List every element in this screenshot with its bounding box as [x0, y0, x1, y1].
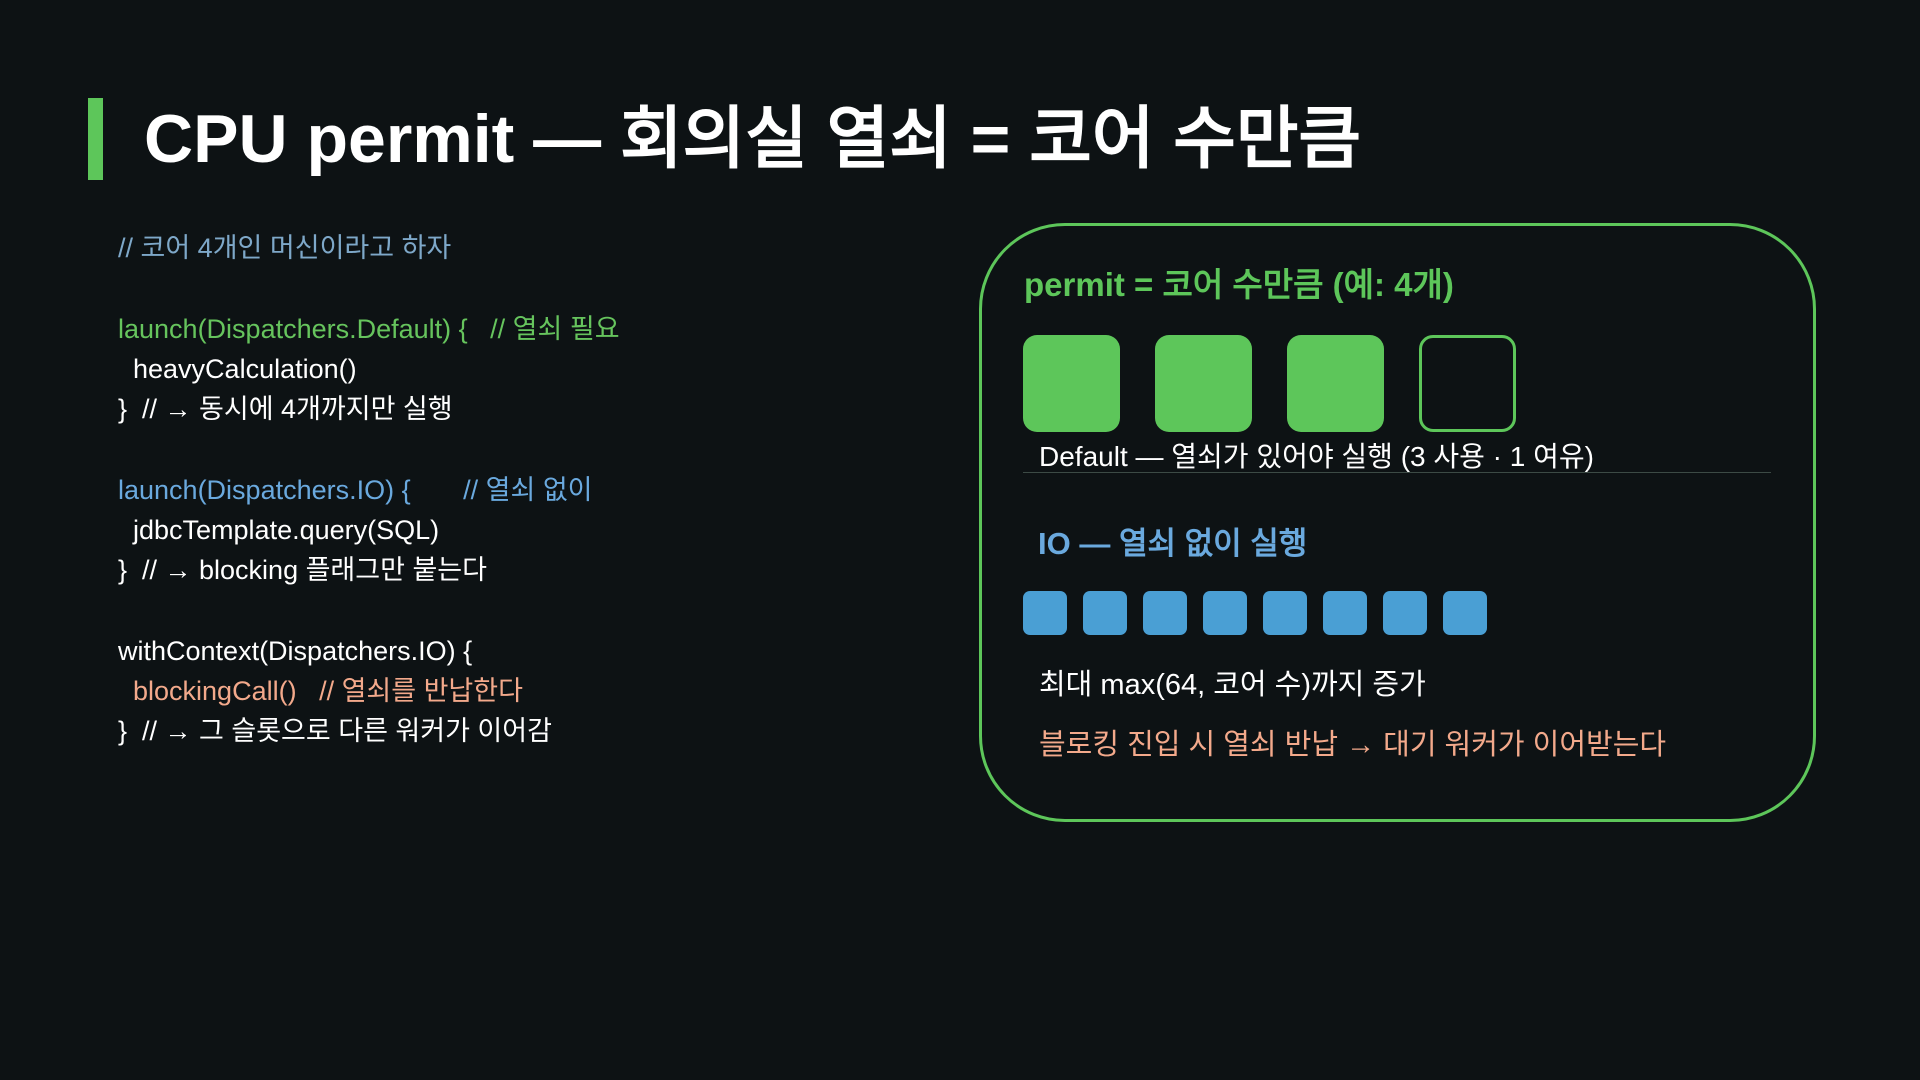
code-line: heavyCalculation() — [118, 354, 357, 384]
permit-slot-used — [1287, 335, 1384, 432]
panel-divider — [1023, 472, 1771, 473]
io-worker-slot — [1203, 591, 1247, 635]
code-line: // 코어 4개인 머신이라고 하자 — [118, 233, 452, 263]
panel-title: permit = 코어 수만큼 (예: 4개) — [1024, 266, 1454, 303]
code-line: } // → 그 슬롯으로 다른 워커가 이어감 — [118, 716, 552, 746]
code-line: } // → 동시에 4개까지만 실행 — [118, 394, 453, 424]
code-line: } // → blocking 플래그만 붙는다 — [118, 555, 487, 585]
io-worker-slot — [1083, 591, 1127, 635]
io-caption: 최대 max(64, 코어 수)까지 증가 — [1039, 669, 1426, 701]
permit-panel — [979, 223, 1816, 822]
io-worker-slot — [1023, 591, 1067, 635]
code-blank-line — [118, 590, 620, 631]
code-line: blockingCall() // 열쇠를 반납한다 — [118, 676, 523, 706]
slide-title: CPU permit — 회의실 열쇠 = 코어 수만큼 — [144, 101, 1361, 177]
io-worker-slot — [1143, 591, 1187, 635]
permit-slots — [1023, 335, 1516, 432]
io-worker-slot — [1323, 591, 1367, 635]
io-worker-slots — [1023, 591, 1487, 635]
code-blank-line — [118, 268, 620, 309]
code-block: // 코어 4개인 머신이라고 하자 launch(Dispatchers.Def… — [118, 228, 620, 751]
default-caption: Default — 열쇠가 있어야 실행 (3 사용 · 1 여유) — [1039, 441, 1594, 472]
io-title: IO — 열쇠 없이 실행 — [1038, 526, 1308, 561]
code-line: launch(Dispatchers.IO) { // 열쇠 없이 — [118, 475, 593, 505]
io-worker-slot — [1443, 591, 1487, 635]
permit-slot-free — [1419, 335, 1516, 432]
io-worker-slot — [1263, 591, 1307, 635]
code-line: withContext(Dispatchers.IO) { — [118, 636, 473, 666]
permit-slot-used — [1023, 335, 1120, 432]
permit-slot-used — [1155, 335, 1252, 432]
io-worker-slot — [1383, 591, 1427, 635]
code-blank-line — [118, 429, 620, 470]
title-accent-bar — [88, 98, 103, 180]
code-line: jdbcTemplate.query(SQL) — [118, 515, 440, 545]
code-line: launch(Dispatchers.Default) { // 열쇠 필요 — [118, 314, 620, 344]
io-note: 블로킹 진입 시 열쇠 반납 → 대기 워커가 이어받는다 — [1039, 729, 1667, 761]
